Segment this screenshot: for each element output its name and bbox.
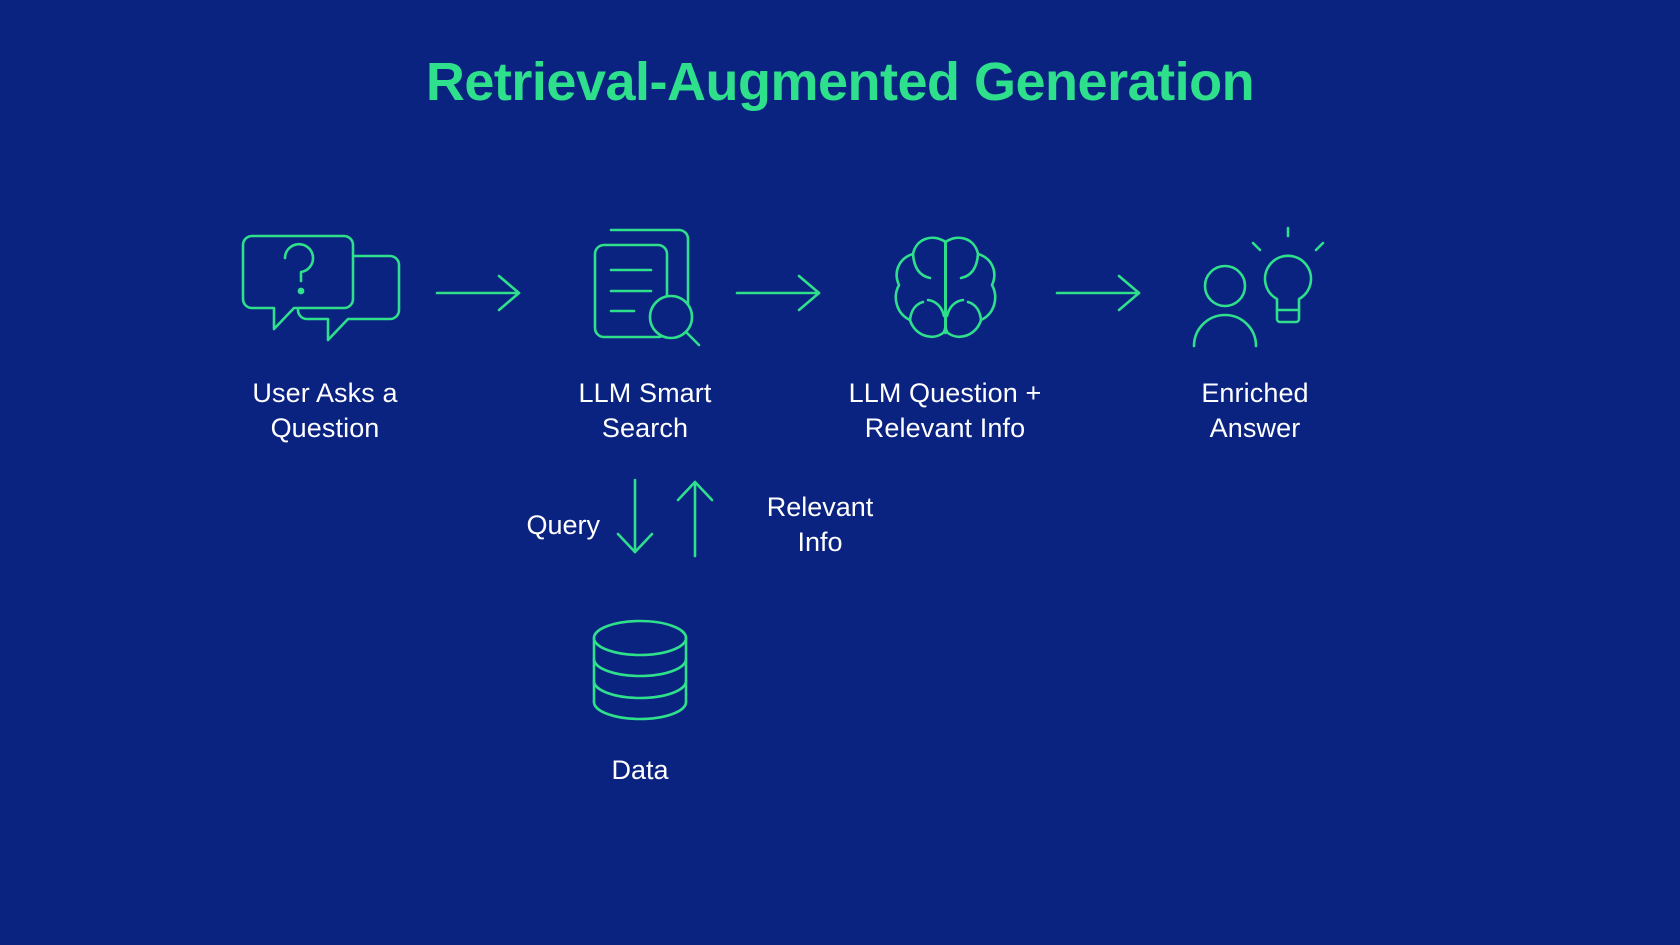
retrieval-exchange-group: Query Relevant Info: [440, 478, 960, 583]
pipeline-step-4-caption: Enriched Answer: [1130, 376, 1380, 445]
caption-line-1: LLM Question +: [848, 378, 1042, 408]
pipeline-step-user-asks-question: User Asks a Question: [200, 225, 450, 445]
relevant-info-line-2: Info: [797, 526, 843, 557]
pipeline-step-3-caption: LLM Question + Relevant Info: [820, 376, 1070, 445]
database-cylinder-icon: [540, 615, 740, 725]
datastore-node: Data: [540, 615, 740, 788]
brain-icon: [820, 225, 1070, 350]
document-search-icon: [520, 225, 770, 350]
caption-line-2: Search: [601, 412, 689, 443]
caption-line-2: Relevant Info: [864, 412, 1026, 443]
page-title: Retrieval-Augmented Generation: [425, 52, 1255, 112]
arrow-up-icon: [670, 478, 720, 558]
pipeline-step-llm-question-relevant-info: LLM Question + Relevant Info: [820, 225, 1070, 445]
relevant-info-line-1: Relevant: [766, 492, 874, 522]
speech-bubbles-question-icon: [200, 225, 450, 350]
caption-line-1: LLM Smart: [578, 378, 712, 408]
pipeline-step-enriched-answer: Enriched Answer: [1130, 225, 1380, 445]
arrow-right-icon-2: [735, 273, 825, 313]
caption-line-2: Answer: [1209, 412, 1301, 443]
person-lightbulb-icon: [1130, 225, 1380, 350]
pipeline-row: User Asks a Question: [130, 225, 1550, 445]
arrow-right-icon-3: [1055, 273, 1145, 313]
arrow-right-icon-1: [435, 273, 525, 313]
datastore-caption: Data: [611, 755, 669, 785]
caption-line-1: User Asks a: [252, 378, 398, 408]
pipeline-step-1-caption: User Asks a Question: [200, 376, 450, 445]
query-label: Query: [526, 510, 600, 540]
pipeline-step-2-caption: LLM Smart Search: [520, 376, 770, 445]
relevant-info-label: Relevant Info: [730, 490, 910, 559]
caption-line-1: Enriched: [1201, 378, 1309, 408]
caption-line-2: Question: [270, 412, 380, 443]
pipeline-step-llm-smart-search: LLM Smart Search: [520, 225, 770, 445]
arrow-down-icon: [610, 478, 660, 558]
